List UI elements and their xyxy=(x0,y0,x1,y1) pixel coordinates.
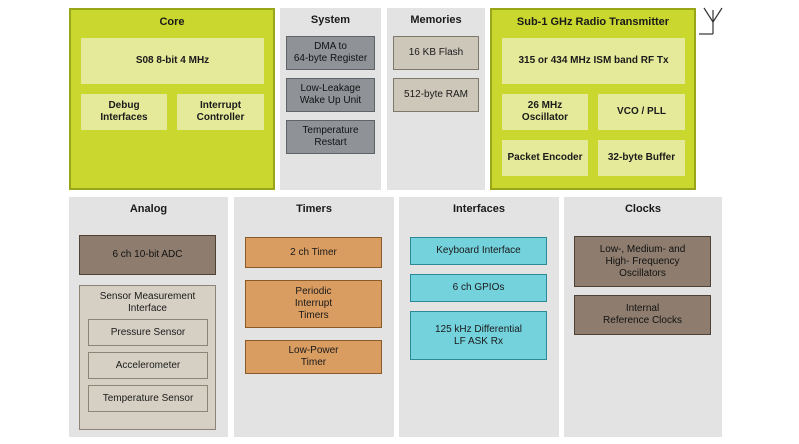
interfaces-title: Interfaces xyxy=(453,203,505,215)
gpios-block: 6 ch GPIOs xyxy=(410,274,547,302)
oscillators-block: Low-, Medium- and High- Frequency Oscill… xyxy=(574,236,711,287)
system-panel: System DMA to 64-byte Register Low-Leaka… xyxy=(280,8,381,190)
interfaces-panel: Interfaces Keyboard Interface 6 ch GPIOs… xyxy=(399,197,559,437)
clocks-panel: Clocks Low-, Medium- and High- Frequency… xyxy=(564,197,722,437)
memories-panel: Memories 16 KB Flash 512-byte RAM xyxy=(387,8,485,190)
rf-tx-block: 315 or 434 MHz ISM band RF Tx xyxy=(502,38,685,84)
packet-encoder-block: Packet Encoder xyxy=(502,140,588,176)
memories-title: Memories xyxy=(410,14,462,26)
low-power-timer-block: Low-Power Timer xyxy=(245,340,382,374)
analog-title: Analog xyxy=(129,203,168,215)
temperature-restart-block: Temperature Restart xyxy=(286,120,375,154)
timers-title: Timers xyxy=(296,203,332,215)
accelerometer-block: Accelerometer xyxy=(88,352,208,379)
wake-up-unit-block: Low-Leakage Wake Up Unit xyxy=(286,78,375,112)
keyboard-interface-block: Keyboard Interface xyxy=(410,237,547,265)
flash-block: 16 KB Flash xyxy=(393,36,479,70)
analog-panel: Analog 6 ch 10-bit ADC Sensor Measuremen… xyxy=(69,197,228,437)
lf-ask-rx-block: 125 kHz Differential LF ASK Rx xyxy=(410,311,547,360)
ram-block: 512-byte RAM xyxy=(393,78,479,112)
debug-interfaces-block: Debug Interfaces xyxy=(81,94,167,130)
cpu-block: S08 8-bit 4 MHz xyxy=(81,38,264,84)
sensor-measurement-label: Sensor Measurement Interface xyxy=(99,291,196,314)
periodic-interrupt-timers-block: Periodic Interrupt Timers xyxy=(245,280,382,328)
adc-block: 6 ch 10-bit ADC xyxy=(79,235,216,275)
temperature-sensor-block: Temperature Sensor xyxy=(88,385,208,412)
radio-title: Sub-1 GHz Radio Transmitter xyxy=(516,16,670,28)
radio-panel: Sub-1 GHz Radio Transmitter 315 or 434 M… xyxy=(490,8,696,190)
buffer-block: 32-byte Buffer xyxy=(598,140,685,176)
clocks-title: Clocks xyxy=(624,203,662,215)
dma-block: DMA to 64-byte Register xyxy=(286,36,375,70)
interrupt-controller-block: Interrupt Controller xyxy=(177,94,264,130)
pressure-sensor-block: Pressure Sensor xyxy=(88,319,208,346)
core-panel: Core S08 8-bit 4 MHz Debug Interfaces In… xyxy=(69,8,275,190)
oscillator-block: 26 MHz Oscillator xyxy=(502,94,588,130)
sensor-measurement-block: Sensor Measurement Interface Pressure Se… xyxy=(79,285,216,430)
core-title: Core xyxy=(159,16,185,28)
antenna-icon xyxy=(699,7,723,35)
reference-clocks-block: Internal Reference Clocks xyxy=(574,295,711,335)
timers-panel: Timers 2 ch Timer Periodic Interrupt Tim… xyxy=(234,197,394,437)
system-title: System xyxy=(310,14,351,26)
two-ch-timer-block: 2 ch Timer xyxy=(245,237,382,268)
vco-pll-block: VCO / PLL xyxy=(598,94,685,130)
